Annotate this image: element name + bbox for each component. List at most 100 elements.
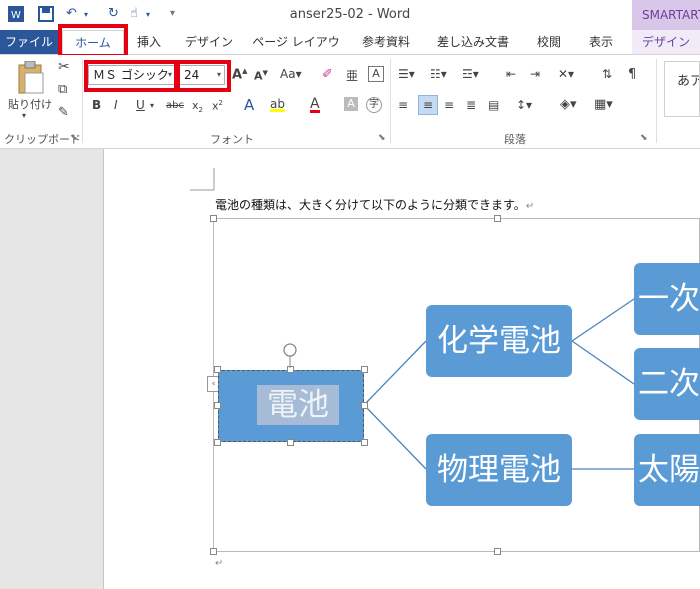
group-divider <box>656 59 657 143</box>
bold-icon[interactable]: B <box>92 98 102 112</box>
paste-dropdown-icon[interactable]: ▾ <box>22 111 27 120</box>
tab-view[interactable]: 表示 <box>588 35 613 49</box>
ribbon-tab-bar: ファイル ホーム 挿入 デザイン ページ レイアウト 参考資料 差し込み文書 校… <box>0 30 700 73</box>
paragraph-group-label: 段落 <box>504 133 526 146</box>
node-handle[interactable] <box>361 402 368 409</box>
undo-dropdown-icon[interactable]: ▾ <box>84 10 89 19</box>
paste-label[interactable]: 貼り付け <box>8 98 52 111</box>
page-corner-mark <box>190 168 215 191</box>
tab-file[interactable]: ファイル <box>0 30 58 54</box>
node-handle[interactable] <box>214 439 221 446</box>
decrease-indent-icon[interactable]: ⇤ <box>506 67 517 81</box>
tab-home[interactable]: ホーム <box>62 30 124 54</box>
font-color-icon[interactable]: A <box>310 96 320 113</box>
superscript-icon[interactable]: x2 <box>212 99 223 113</box>
tab-smartart-design[interactable]: デザイン <box>632 30 700 54</box>
smartart-node-secondary[interactable]: 二次 <box>634 348 700 420</box>
smartart-node-chemical-battery[interactable]: 化学電池 <box>426 305 572 377</box>
font-name-dropdown[interactable]: ＭＳ ゴシック ▾ <box>88 65 176 85</box>
tab-review[interactable]: 校閲 <box>536 35 561 49</box>
clear-formatting-icon[interactable]: ✐ <box>322 67 333 82</box>
shading-icon[interactable]: ◈▾ <box>560 97 577 112</box>
tab-design[interactable]: デザイン <box>184 35 233 49</box>
bullets-icon[interactable]: ☰▾ <box>398 67 415 81</box>
align-center-icon[interactable]: ≡ <box>418 95 438 115</box>
text-effects-icon[interactable]: A <box>244 96 255 114</box>
tab-references[interactable]: 参考資料 <box>361 35 410 49</box>
ribbon: 貼り付け ▾ ✂ ⧉ ✎ クリップボード ⬊ ＭＳ ゴシック ▾ 24 ▾ A▲… <box>0 55 700 149</box>
font-size-value: 24 <box>184 68 200 82</box>
line-spacing-icon[interactable]: ↕▾ <box>516 98 533 112</box>
format-painter-icon[interactable]: ✎ <box>58 105 69 120</box>
highlight-font-size <box>176 60 231 92</box>
clipboard-launcher-icon[interactable]: ⬊ <box>70 133 78 143</box>
rotate-handle-icon[interactable] <box>281 342 299 368</box>
enclosed-characters-icon[interactable]: 字 <box>366 97 382 113</box>
intro-text: 電池の種類は、大きく分けて以下のように分類できます。 <box>215 198 526 212</box>
node-handle[interactable] <box>214 402 221 409</box>
numbering-icon[interactable]: ☷▾ <box>430 67 447 81</box>
paragraph-launcher-icon[interactable]: ⬊ <box>640 133 648 143</box>
character-shading-icon[interactable]: A <box>344 97 358 111</box>
highlight-color-icon[interactable]: ab <box>270 97 285 112</box>
smartart-node-physical-battery[interactable]: 物理電池 <box>426 434 572 506</box>
touch-dropdown-icon[interactable]: ▾ <box>146 10 151 19</box>
intro-paragraph[interactable]: 電池の種類は、大きく分けて以下のように分類できます。↵ <box>215 196 534 213</box>
document-margin-area <box>0 149 102 589</box>
frame-handle[interactable] <box>494 215 501 222</box>
node-handle[interactable] <box>361 439 368 446</box>
underline-icon[interactable]: U <box>136 98 145 112</box>
word-app-icon[interactable]: W <box>8 6 24 24</box>
strikethrough-icon[interactable]: abc <box>166 100 184 111</box>
node-handle[interactable] <box>361 366 368 373</box>
character-border-icon[interactable]: A <box>368 66 384 82</box>
node-handle[interactable] <box>287 439 294 446</box>
tab-insert[interactable]: 挿入 <box>136 35 161 49</box>
frame-handle[interactable] <box>210 215 217 222</box>
svg-text:W: W <box>11 10 21 21</box>
font-size-dropdown[interactable]: 24 ▾ <box>179 65 225 85</box>
show-marks-icon[interactable]: ¶ <box>628 67 637 82</box>
italic-icon[interactable]: I <box>114 98 118 112</box>
underline-dropdown-icon[interactable]: ▾ <box>150 101 155 110</box>
borders-icon[interactable]: ▦▾ <box>594 97 613 112</box>
root-node-text[interactable]: 電池 <box>257 385 339 425</box>
undo-icon[interactable]: ↶ <box>66 6 77 21</box>
multilevel-list-icon[interactable]: ☲▾ <box>462 67 479 81</box>
font-group-label: フォント <box>210 133 254 146</box>
group-divider <box>390 59 391 143</box>
copy-icon[interactable]: ⧉ <box>58 82 68 97</box>
subscript-icon[interactable]: x2 <box>192 99 203 115</box>
change-case-icon[interactable]: Aa▾ <box>280 67 302 81</box>
save-icon[interactable] <box>38 6 54 24</box>
distributed-icon[interactable]: ▤ <box>488 98 500 112</box>
node-handle[interactable] <box>214 366 221 373</box>
paragraph-mark-icon: ↵ <box>215 558 224 569</box>
redo-icon[interactable]: ↻ <box>108 6 119 21</box>
shrink-font-icon[interactable]: A▼ <box>254 69 268 83</box>
customize-qat-icon[interactable]: ▾ <box>170 8 176 19</box>
align-left-icon[interactable]: ≡ <box>398 98 409 112</box>
grow-font-icon[interactable]: A▲ <box>232 67 248 83</box>
paragraph-mark-icon: ↵ <box>525 201 535 212</box>
phonetic-guide-icon[interactable]: 亜 <box>346 69 359 83</box>
frame-handle[interactable] <box>494 548 501 555</box>
clipboard-group-label: クリップボード <box>4 133 81 146</box>
sort-icon[interactable]: ⇅ <box>602 67 613 81</box>
asian-layout-icon[interactable]: ✕▾ <box>558 67 575 81</box>
touch-mode-icon[interactable]: ☝ <box>130 6 138 21</box>
increase-indent-icon[interactable]: ⇥ <box>530 67 541 81</box>
tab-mailings[interactable]: 差し込み文書 <box>436 35 509 49</box>
frame-handle[interactable] <box>210 548 217 555</box>
smartart-node-root[interactable]: 電池 <box>218 370 364 442</box>
document-page[interactable] <box>103 149 700 589</box>
paste-button[interactable] <box>14 60 46 98</box>
cut-icon[interactable]: ✂ <box>58 59 70 75</box>
smartart-node-solar[interactable]: 太陽 <box>634 434 700 506</box>
font-launcher-icon[interactable]: ⬊ <box>378 133 386 143</box>
group-divider <box>82 59 83 143</box>
align-right-icon[interactable]: ≡ <box>444 98 455 112</box>
justify-icon[interactable]: ≣ <box>466 98 477 112</box>
smartart-node-primary[interactable]: 一次 <box>634 263 700 335</box>
